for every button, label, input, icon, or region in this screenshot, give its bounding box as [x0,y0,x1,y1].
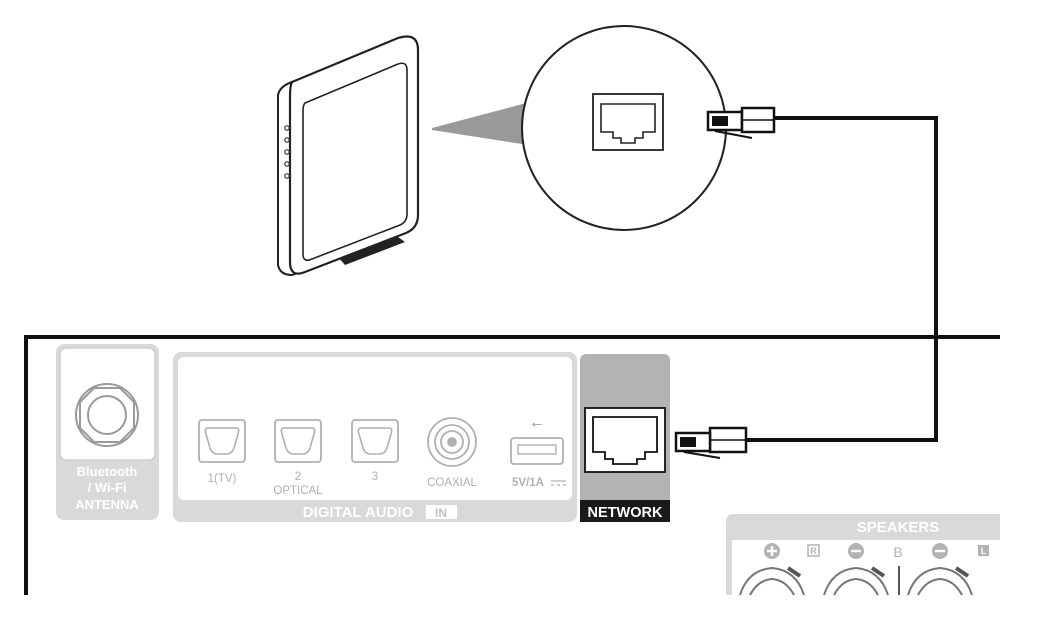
network-label: NETWORK [588,505,663,521]
minus-icon [932,543,948,559]
antenna-label-line3: ANTENNA [75,497,139,512]
in-badge [426,505,457,519]
usb-icon: ⭠ [531,415,542,431]
ethernet-plug-router [706,106,776,139]
port-label-1tv: 1(TV) [208,473,237,485]
usb-label: 5V/1A [512,477,544,489]
receiver-rear-panel-outline [24,335,1000,595]
zoom-callout-wedge [432,102,530,145]
channel-l-label: L [981,546,987,556]
minus-icon [848,543,864,559]
optical-port-3 [351,419,399,463]
optical-port-1 [198,419,246,463]
usb-port: ⭠ [510,415,564,465]
digital-audio-label: DIGITAL AUDIO [303,504,414,521]
channel-r-label: R [810,546,817,556]
speaker-binding-posts [739,566,973,596]
plus-icon [764,543,780,559]
router-illustration [277,35,420,277]
optical-label: OPTICAL [273,485,323,497]
in-label: IN [435,506,447,520]
digital-audio-terminal-block: ⭠ 1(TV) 2 OPTICAL 3 COAXIAL 5V/1A DIGITA… [173,352,577,522]
coaxial-port [427,417,477,467]
network-terminal-block: NETWORK [580,354,670,522]
channel-r-badge: R [807,544,820,557]
optical-port-2 [274,419,322,463]
router-led-indicators [284,125,290,179]
antenna-terminal-block: Bluetooth / Wi-Fi ANTENNA [56,344,159,520]
antenna-label-line1: Bluetooth [77,464,138,479]
port-label-3: 3 [372,471,378,483]
ethernet-plug-receiver [674,426,748,459]
zoom-callout-circle [521,25,727,231]
speakers-label: SPEAKERS [857,519,940,536]
network-lan-port [592,416,658,465]
port-label-2: 2 [295,471,301,483]
channel-l-badge: L [978,545,989,556]
ethernet-cable [746,116,938,442]
port-label-coaxial: COAXIAL [427,477,477,489]
router-lan-port [592,93,664,151]
antenna-connector-icon [75,383,139,447]
antenna-label-line2: / Wi-Fi [88,480,127,495]
speaker-terminal-block: SPEAKERS R B L [726,514,1000,596]
channel-b-label: B [893,544,902,560]
dc-symbol [551,480,566,486]
